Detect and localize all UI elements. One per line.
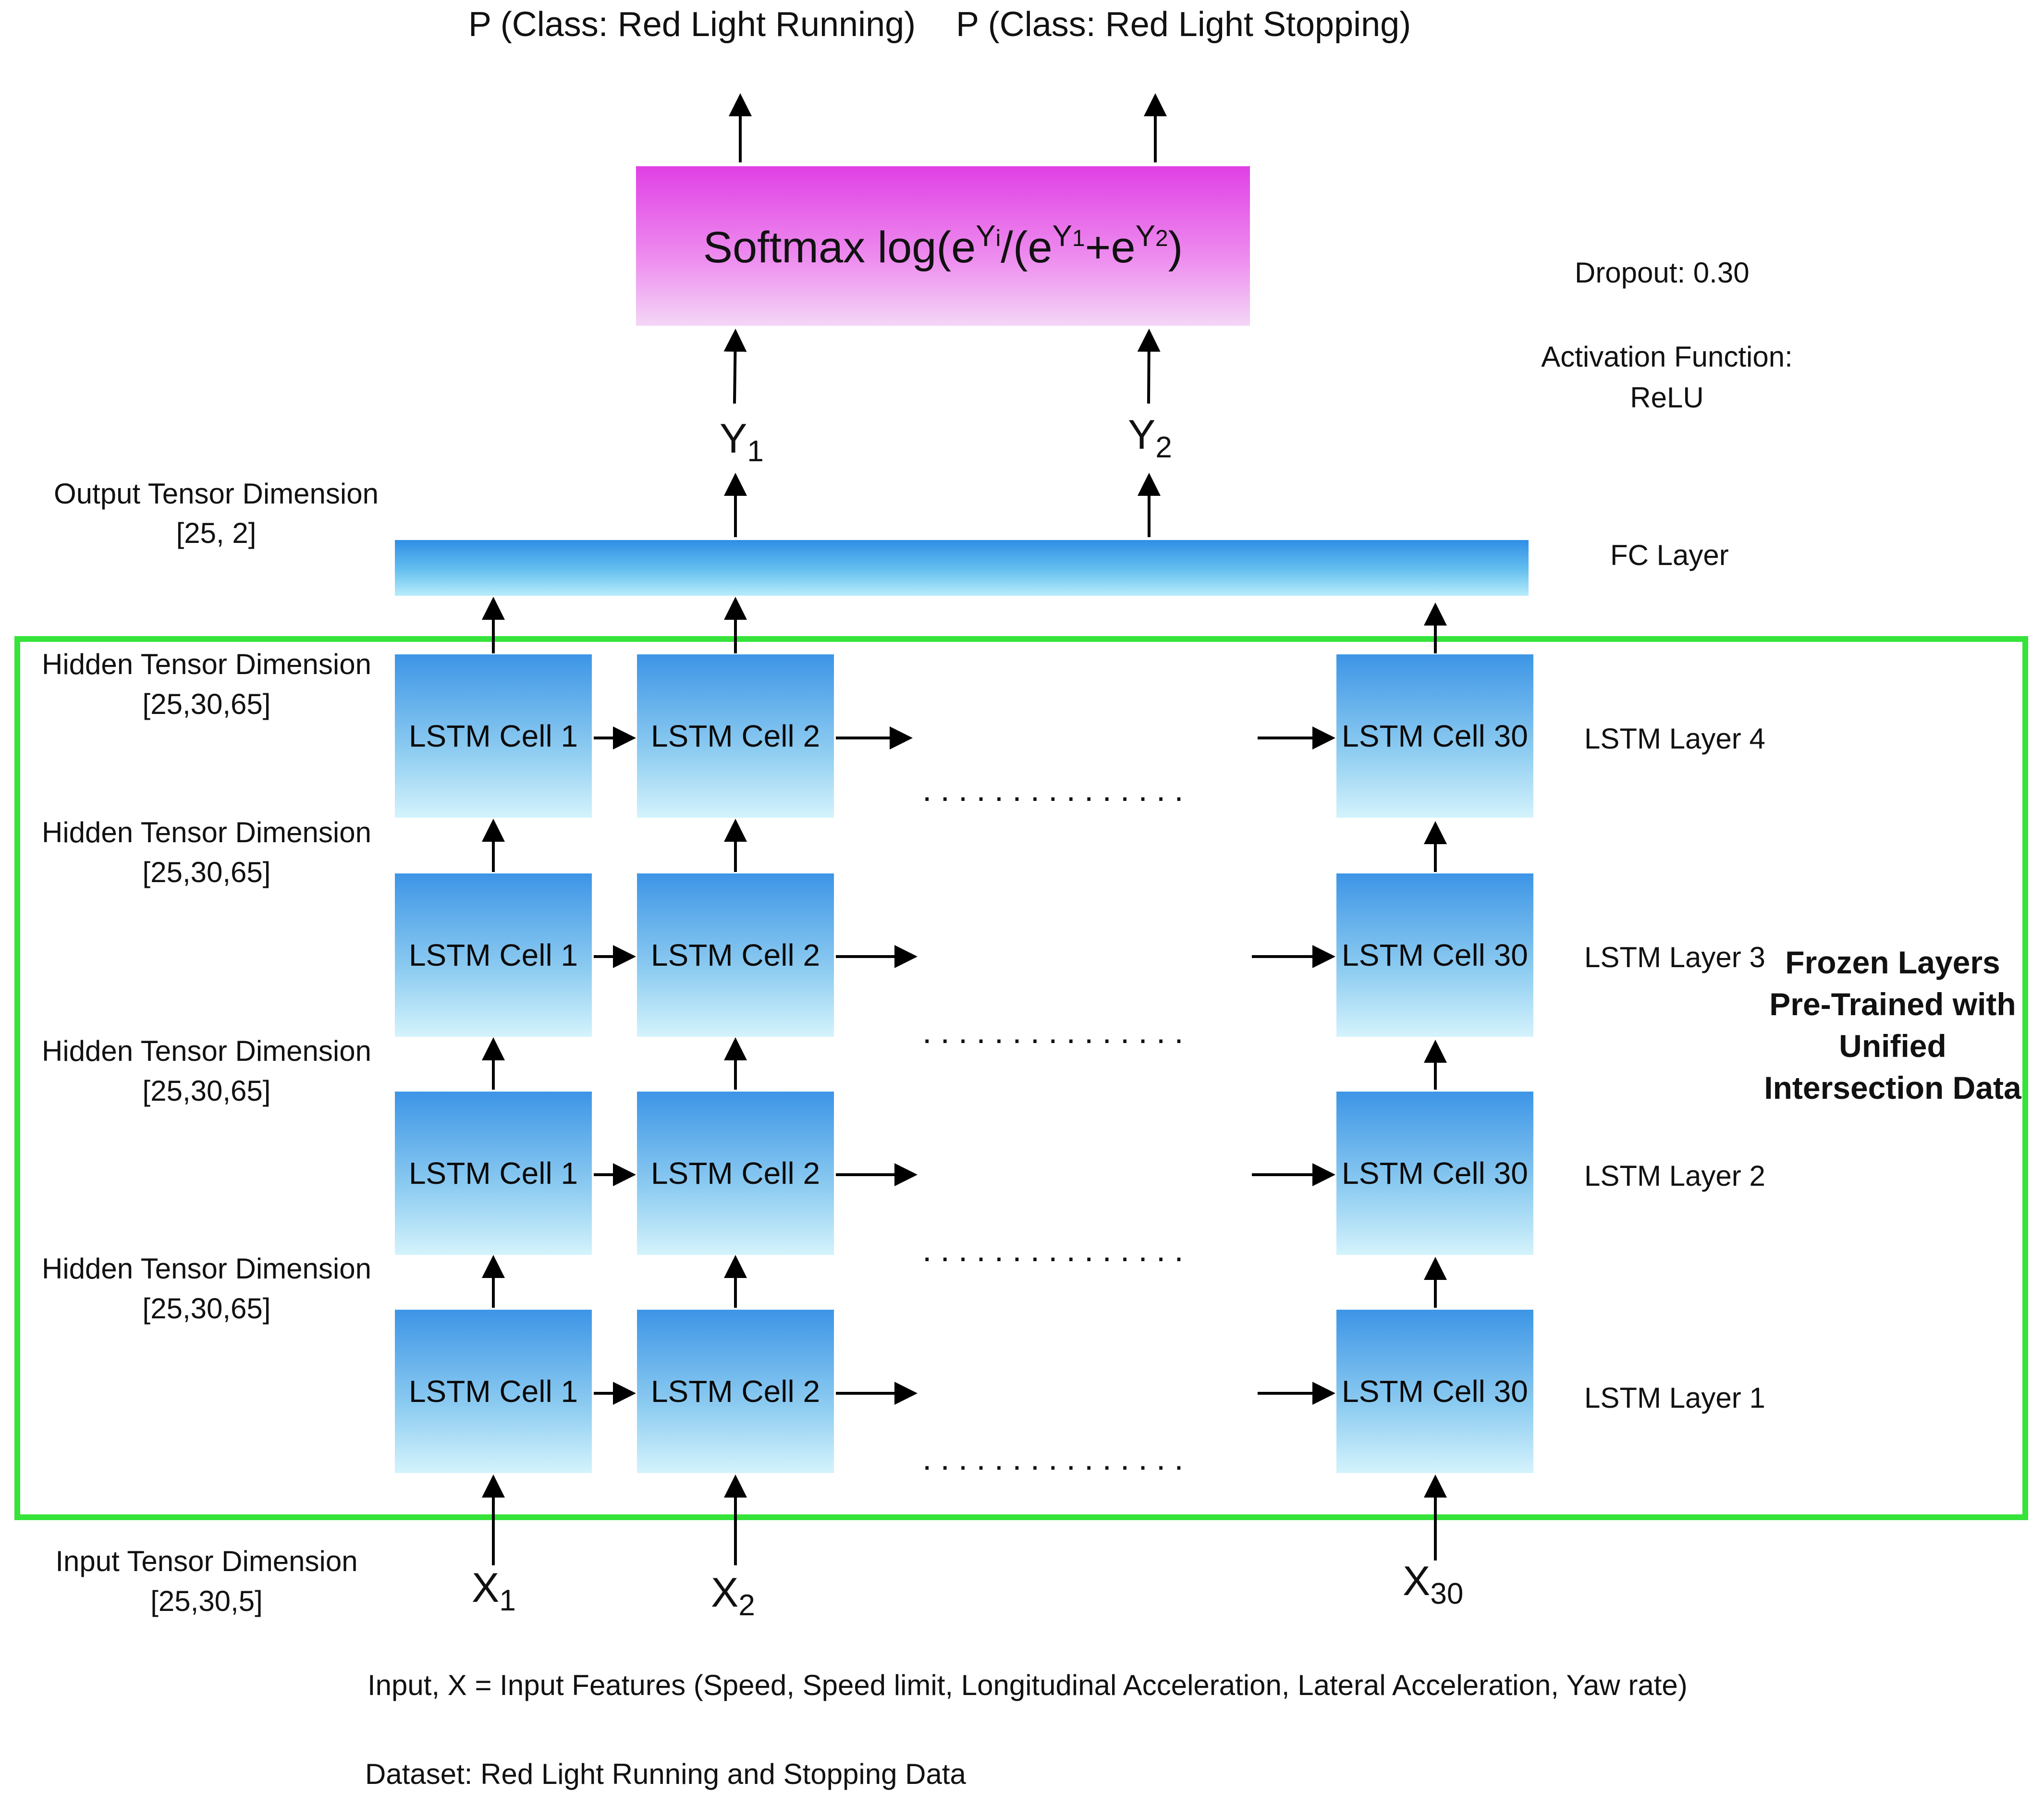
lstm-cell: LSTM Cell 1	[395, 873, 592, 1037]
hidden-tensor-dims-2: [25,30,65]	[142, 1075, 271, 1107]
lstm-cell: LSTM Cell 2	[637, 873, 834, 1037]
sequence-ellipsis: ...............	[922, 1013, 1192, 1050]
input-tensor-dims: [25,30,5]	[150, 1585, 263, 1617]
sequence-ellipsis: ...............	[922, 771, 1192, 808]
activation-label-line2: ReLU	[1630, 381, 1704, 414]
dropout-label: Dropout: 0.30	[1575, 257, 1750, 289]
lstm-layer-label-2: LSTM Layer 2	[1584, 1160, 1765, 1192]
lstm-cell: LSTM Cell 2	[637, 1092, 834, 1255]
hidden-tensor-label-1: Hidden Tensor Dimension	[42, 1253, 371, 1285]
lstm-cell: LSTM Cell 2	[637, 654, 834, 818]
softmax-formula: Softmax log(eYi/(eY1+eY2)	[703, 220, 1183, 272]
sequence-ellipsis: ...............	[922, 1231, 1192, 1268]
frozen-layers-box	[14, 636, 2028, 1520]
hidden-tensor-dims-3: [25,30,65]	[142, 856, 271, 888]
lstm-cell: LSTM Cell 2	[637, 1310, 834, 1473]
input-x2: X2	[711, 1570, 755, 1622]
lstm-cell: LSTM Cell 1	[395, 1310, 592, 1473]
input-x30: X30	[1403, 1558, 1464, 1611]
lstm-layer-label-4: LSTM Layer 4	[1584, 723, 1765, 755]
lstm-cell: LSTM Cell 1	[395, 1092, 592, 1255]
sequence-ellipsis: ...............	[922, 1439, 1192, 1477]
lstm-cell: LSTM Cell 30	[1336, 1310, 1533, 1473]
output-label-running: P (Class: Red Light Running)	[468, 5, 916, 44]
lstm-cell: LSTM Cell 30	[1336, 1092, 1533, 1255]
output-y2: Y2	[1128, 412, 1172, 465]
output-label-stopping: P (Class: Red Light Stopping)	[956, 5, 1411, 44]
lstm-cell: LSTM Cell 30	[1336, 873, 1533, 1037]
input-features-note: Input, X = Input Features (Speed, Speed …	[367, 1669, 1688, 1701]
input-x1: X1	[472, 1565, 516, 1618]
arrow-up	[723, 329, 747, 404]
frozen-layers-label: Frozen Layers Pre-Trained with Unified I…	[1764, 945, 2021, 1106]
dataset-note: Dataset: Red Light Running and Stopping …	[365, 1758, 966, 1790]
lstm-layer-label-1: LSTM Layer 1	[1584, 1382, 1765, 1414]
output-tensor-label: Output Tensor Dimension	[54, 478, 379, 510]
lstm-cell: LSTM Cell 30	[1336, 654, 1533, 818]
hidden-tensor-label-2: Hidden Tensor Dimension	[42, 1035, 371, 1067]
fc-layer-label: FC Layer	[1610, 539, 1729, 571]
input-tensor-label: Input Tensor Dimension	[55, 1545, 358, 1577]
lstm-cell: LSTM Cell 1	[395, 654, 592, 818]
activation-label-line1: Activation Function:	[1541, 341, 1793, 373]
output-tensor-dims: [25, 2]	[176, 517, 257, 549]
lstm-layer-label-3: LSTM Layer 3	[1584, 941, 1765, 973]
hidden-tensor-dims-1: [25,30,65]	[142, 1292, 271, 1325]
fc-layer-bar	[395, 540, 1529, 596]
hidden-tensor-label-3: Hidden Tensor Dimension	[42, 816, 371, 848]
output-y1: Y1	[720, 416, 764, 468]
hidden-tensor-dims-4: [25,30,65]	[142, 688, 271, 720]
hidden-tensor-label-4: Hidden Tensor Dimension	[42, 648, 371, 680]
softmax-box: Softmax log(eYi/(eY1+eY2)	[636, 166, 1250, 326]
